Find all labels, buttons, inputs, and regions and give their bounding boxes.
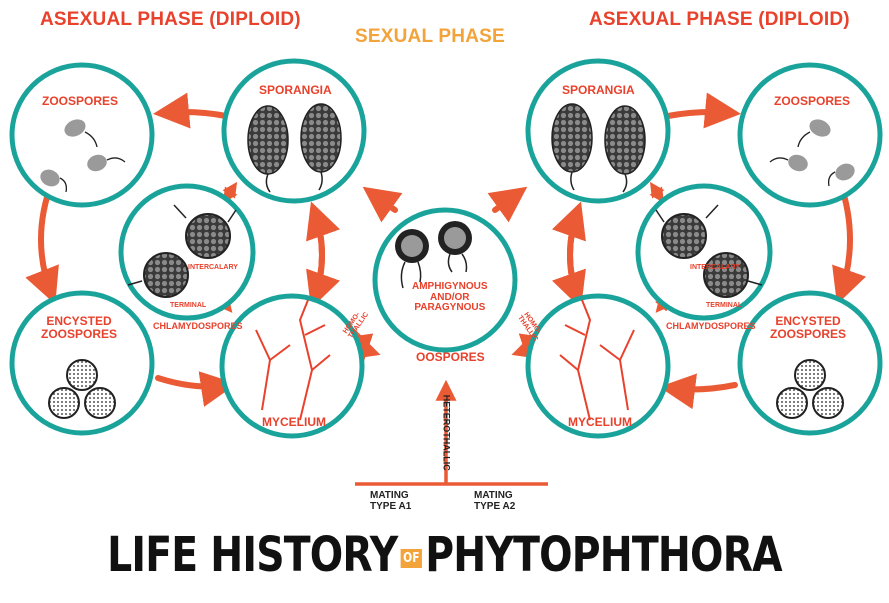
right-terminal-label: TERMINAL (706, 302, 742, 309)
left-encysted-line1: ENCYSTED (41, 315, 117, 328)
right-zoospores-circle (740, 65, 880, 205)
center-mode-label: AMPHIGYNOUS AND/OR PARAGYNOUS (412, 282, 488, 314)
right-chlamydospores-label: CHLAMYDOSPORES (666, 322, 756, 331)
title-part1: LIFE HISTORY (107, 527, 397, 583)
title-of-badge: OF (401, 549, 422, 568)
right-chlamydospores-circle (638, 186, 770, 318)
asexual-phase-left-heading: ASEXUAL PHASE (DIPLOID) (40, 10, 301, 30)
right-zoospores-label: ZOOSPORES (774, 95, 850, 108)
mating-type-a1: MATING TYPE A1 (370, 490, 411, 512)
right-mycelium-label: MYCELIUM (568, 416, 632, 429)
oospores-circle (375, 210, 515, 350)
left-intercalary-label: INTERCALARY (188, 264, 238, 271)
right-encysted-line1: ENCYSTED (770, 315, 846, 328)
right-sporangia-label: SPORANGIA (562, 84, 635, 97)
left-encysted-line2: ZOOSPORES (41, 328, 117, 341)
sexual-phase-heading: SEXUAL PHASE (355, 27, 505, 47)
amphigynous-label: AMPHIGYNOUS (412, 282, 488, 293)
left-encysted-label: ENCYSTED ZOOSPORES (41, 315, 117, 340)
right-encysted-line2: ZOOSPORES (770, 328, 846, 341)
heterothallic-label: HETEROTHALLIC (441, 395, 450, 471)
left-mycelium-label: MYCELIUM (262, 416, 326, 429)
left-sporangia-circle (224, 61, 364, 201)
right-encysted-label: ENCYSTED ZOOSPORES (770, 315, 846, 340)
right-sporangia-circle (528, 61, 668, 201)
asexual-phase-right-heading: ASEXUAL PHASE (DIPLOID) (589, 10, 850, 30)
left-terminal-label: TERMINAL (170, 302, 206, 309)
left-zoospores-label: ZOOSPORES (42, 95, 118, 108)
mating-a2-line2: TYPE A2 (474, 501, 515, 512)
title-part2: PHYTOPHTHORA (425, 527, 782, 583)
right-intercalary-label: INTERCALARY (690, 264, 740, 271)
left-zoospores-circle (12, 65, 152, 205)
mating-type-a2: MATING TYPE A2 (474, 490, 515, 512)
paragynous-label: PARAGYNOUS (412, 303, 488, 314)
left-sporangia-label: SPORANGIA (259, 84, 332, 97)
oospores-label: OOSPORES (416, 351, 485, 364)
mating-a1-line1: MATING (370, 490, 411, 501)
left-chlamydospores-circle (121, 186, 253, 318)
left-chlamydospores-label: CHLAMYDOSPORES (153, 322, 243, 331)
mating-a2-line1: MATING (474, 490, 515, 501)
mating-a1-line2: TYPE A1 (370, 501, 411, 512)
